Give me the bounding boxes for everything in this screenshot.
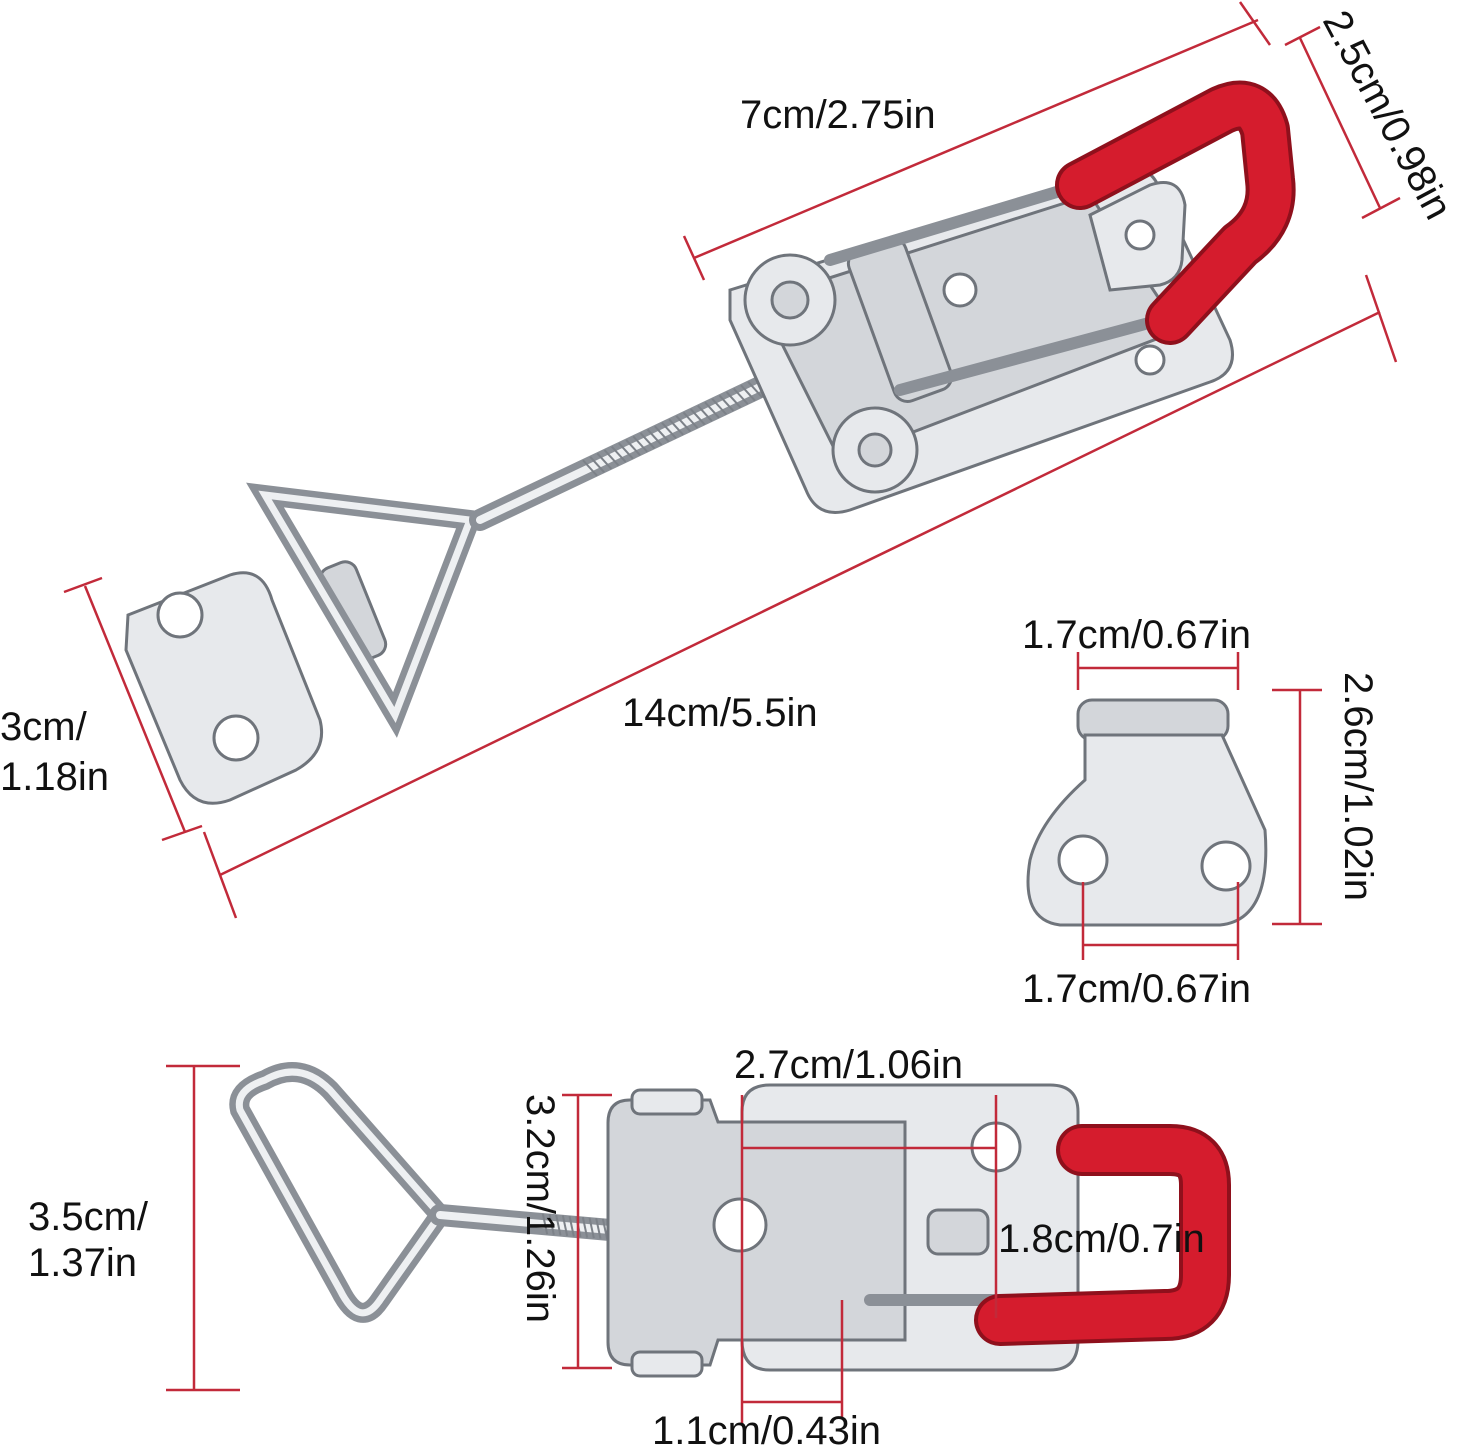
label-hole-spacing: 1.8cm/0.7in — [998, 1217, 1205, 1261]
side-bottom-bolt — [630, 1350, 704, 1378]
label-total-length: 14cm/5.5in — [622, 691, 818, 735]
body-hole-2 — [1134, 344, 1166, 376]
label-handle-height-2: 1.37in — [28, 1241, 137, 1285]
thread-mark — [668, 418, 684, 436]
side-triangle-handle — [229, 1062, 453, 1323]
bail-rod-lower — [894, 314, 1166, 396]
thread-mark — [541, 1213, 549, 1235]
thread-mark — [654, 425, 670, 443]
thread-mark — [588, 1217, 595, 1239]
thread-mark — [646, 428, 663, 446]
catch-plate — [124, 571, 324, 805]
thread-mark — [603, 449, 620, 467]
side-thread-stub — [926, 1208, 990, 1256]
label-hole-offset: 1.1cm/0.43in — [652, 1409, 881, 1450]
thread-mark — [561, 1215, 569, 1237]
dimension-lines-top — [63, 1, 1401, 919]
thread-mark — [682, 411, 699, 429]
thread-mark — [595, 1218, 602, 1239]
thread-mark — [589, 456, 605, 474]
dimension-lines-catch — [1076, 652, 1322, 960]
catch-detail-plate — [1026, 733, 1268, 927]
label-catch-top-width: 1.7cm/0.67in — [1022, 613, 1251, 657]
body-hole-1 — [942, 272, 978, 308]
thread-mark — [625, 439, 641, 456]
label-catch-hole-spacing: 1.7cm/0.67in — [1022, 967, 1251, 1011]
side-view-latch — [229, 1062, 1231, 1378]
label-catch-height: 2.6cm/1.02in — [1336, 672, 1380, 901]
bail-rod-upper — [824, 179, 1086, 266]
thread-mark — [596, 452, 613, 470]
thread-mark — [555, 1214, 562, 1236]
assembled-latch — [124, 80, 1296, 805]
catch-plate-detail — [1026, 698, 1268, 927]
thread-mark — [740, 384, 756, 402]
side-hole-middle — [712, 1197, 768, 1253]
catch-hole-1 — [156, 591, 204, 639]
thread-mark — [582, 459, 598, 477]
thread-mark — [711, 398, 727, 416]
catch-detail-hole-1 — [1057, 834, 1109, 886]
thread-mark — [675, 415, 692, 433]
thread-mark — [725, 391, 742, 409]
thread-mark — [548, 1214, 555, 1235]
mount-tab-hole — [1124, 219, 1156, 251]
thread-mark — [697, 405, 713, 422]
dimension-lines-bottom — [166, 1064, 998, 1425]
thread-mark — [601, 1218, 609, 1240]
thread-mark — [718, 394, 735, 412]
thread-mark — [568, 1215, 575, 1237]
thread-mark — [581, 1216, 589, 1238]
thread-mark — [689, 408, 706, 426]
label-catch-width-2: 1.18in — [0, 755, 109, 799]
label-catch-width-1: 3cm/ — [0, 705, 88, 749]
side-top-bolt — [630, 1088, 704, 1116]
label-body-height: 3.2cm/1.26in — [518, 1094, 562, 1323]
thread-mark — [618, 442, 634, 460]
thread-mark — [704, 401, 720, 419]
thread-mark — [610, 445, 627, 463]
label-handle-height-1: 3.5cm/ — [28, 1195, 149, 1239]
catch-hole-2 — [212, 714, 260, 762]
catch-detail-hole-2 — [1200, 840, 1252, 892]
label-top-rod-length: 7cm/2.75in — [740, 93, 936, 137]
thread-mark — [747, 381, 763, 398]
label-base-width: 2.7cm/1.06in — [734, 1043, 963, 1087]
thread-mark — [639, 432, 656, 450]
thread-mark — [632, 435, 648, 453]
thread-mark — [733, 387, 749, 405]
thread-mark — [661, 422, 677, 439]
